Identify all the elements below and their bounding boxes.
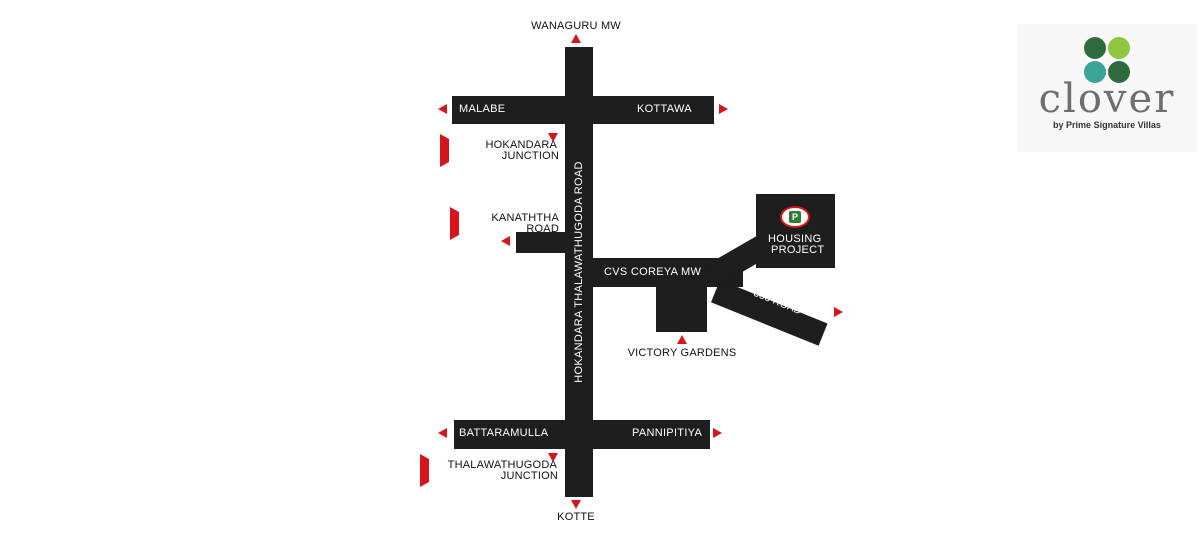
kanaththa-line2: ROAD — [450, 218, 559, 240]
kotte-label: KOTTE — [557, 511, 595, 523]
road-336-arrow-icon — [834, 307, 843, 317]
pannipitiya-label: PANNIPITIYA — [632, 427, 703, 439]
housing-project-logo-icon: P — [780, 206, 810, 228]
road-malabe-kottawa — [452, 96, 714, 124]
kanaththa-arrow-icon — [501, 236, 510, 246]
road-kanaththa — [516, 232, 566, 253]
logo-wordmark: clover — [1038, 76, 1176, 122]
housing-line2: PROJECT — [771, 244, 825, 256]
cvs-coreya-label: CVS COREYA MW — [604, 266, 702, 278]
victory-gardens-block — [656, 287, 707, 332]
malabe-label: MALABE — [459, 103, 506, 115]
road-336 — [711, 280, 828, 346]
pannipitiya-arrow-icon — [713, 428, 722, 438]
battaramulla-label: BATTARAMULLA — [459, 427, 549, 439]
housing-line1: HOUSING — [768, 233, 822, 245]
thalawathugoda-line2: JUNCTION — [420, 465, 558, 487]
wanaguru-label: WANAGURU MW — [531, 20, 621, 32]
clover-circles-icon — [1084, 37, 1130, 83]
kottawa-arrow-icon — [719, 104, 728, 114]
malabe-arrow-icon — [438, 104, 447, 114]
victory-gardens-arrow-icon — [677, 335, 687, 344]
battaramulla-arrow-icon — [438, 428, 447, 438]
hokandara-junction-marker-icon — [548, 133, 558, 142]
victory-gardens-label: VICTORY GARDENS — [627, 347, 737, 359]
thalawathugoda-junction-marker-icon — [548, 453, 558, 462]
north-arrow-icon — [571, 34, 581, 43]
kottawa-label: KOTTAWA — [637, 103, 692, 115]
clover-logo: clover by Prime Signature Villas — [1017, 24, 1197, 152]
south-arrow-icon — [571, 500, 581, 509]
road-battaramulla-pannipitiya — [454, 420, 710, 449]
main-road-label: HOKANDARA THALAWATHUGODA ROAD — [573, 161, 585, 383]
logo-tagline: by Prime Signature Villas — [1053, 120, 1161, 130]
hokandara-line2: JUNCTION — [440, 145, 559, 167]
